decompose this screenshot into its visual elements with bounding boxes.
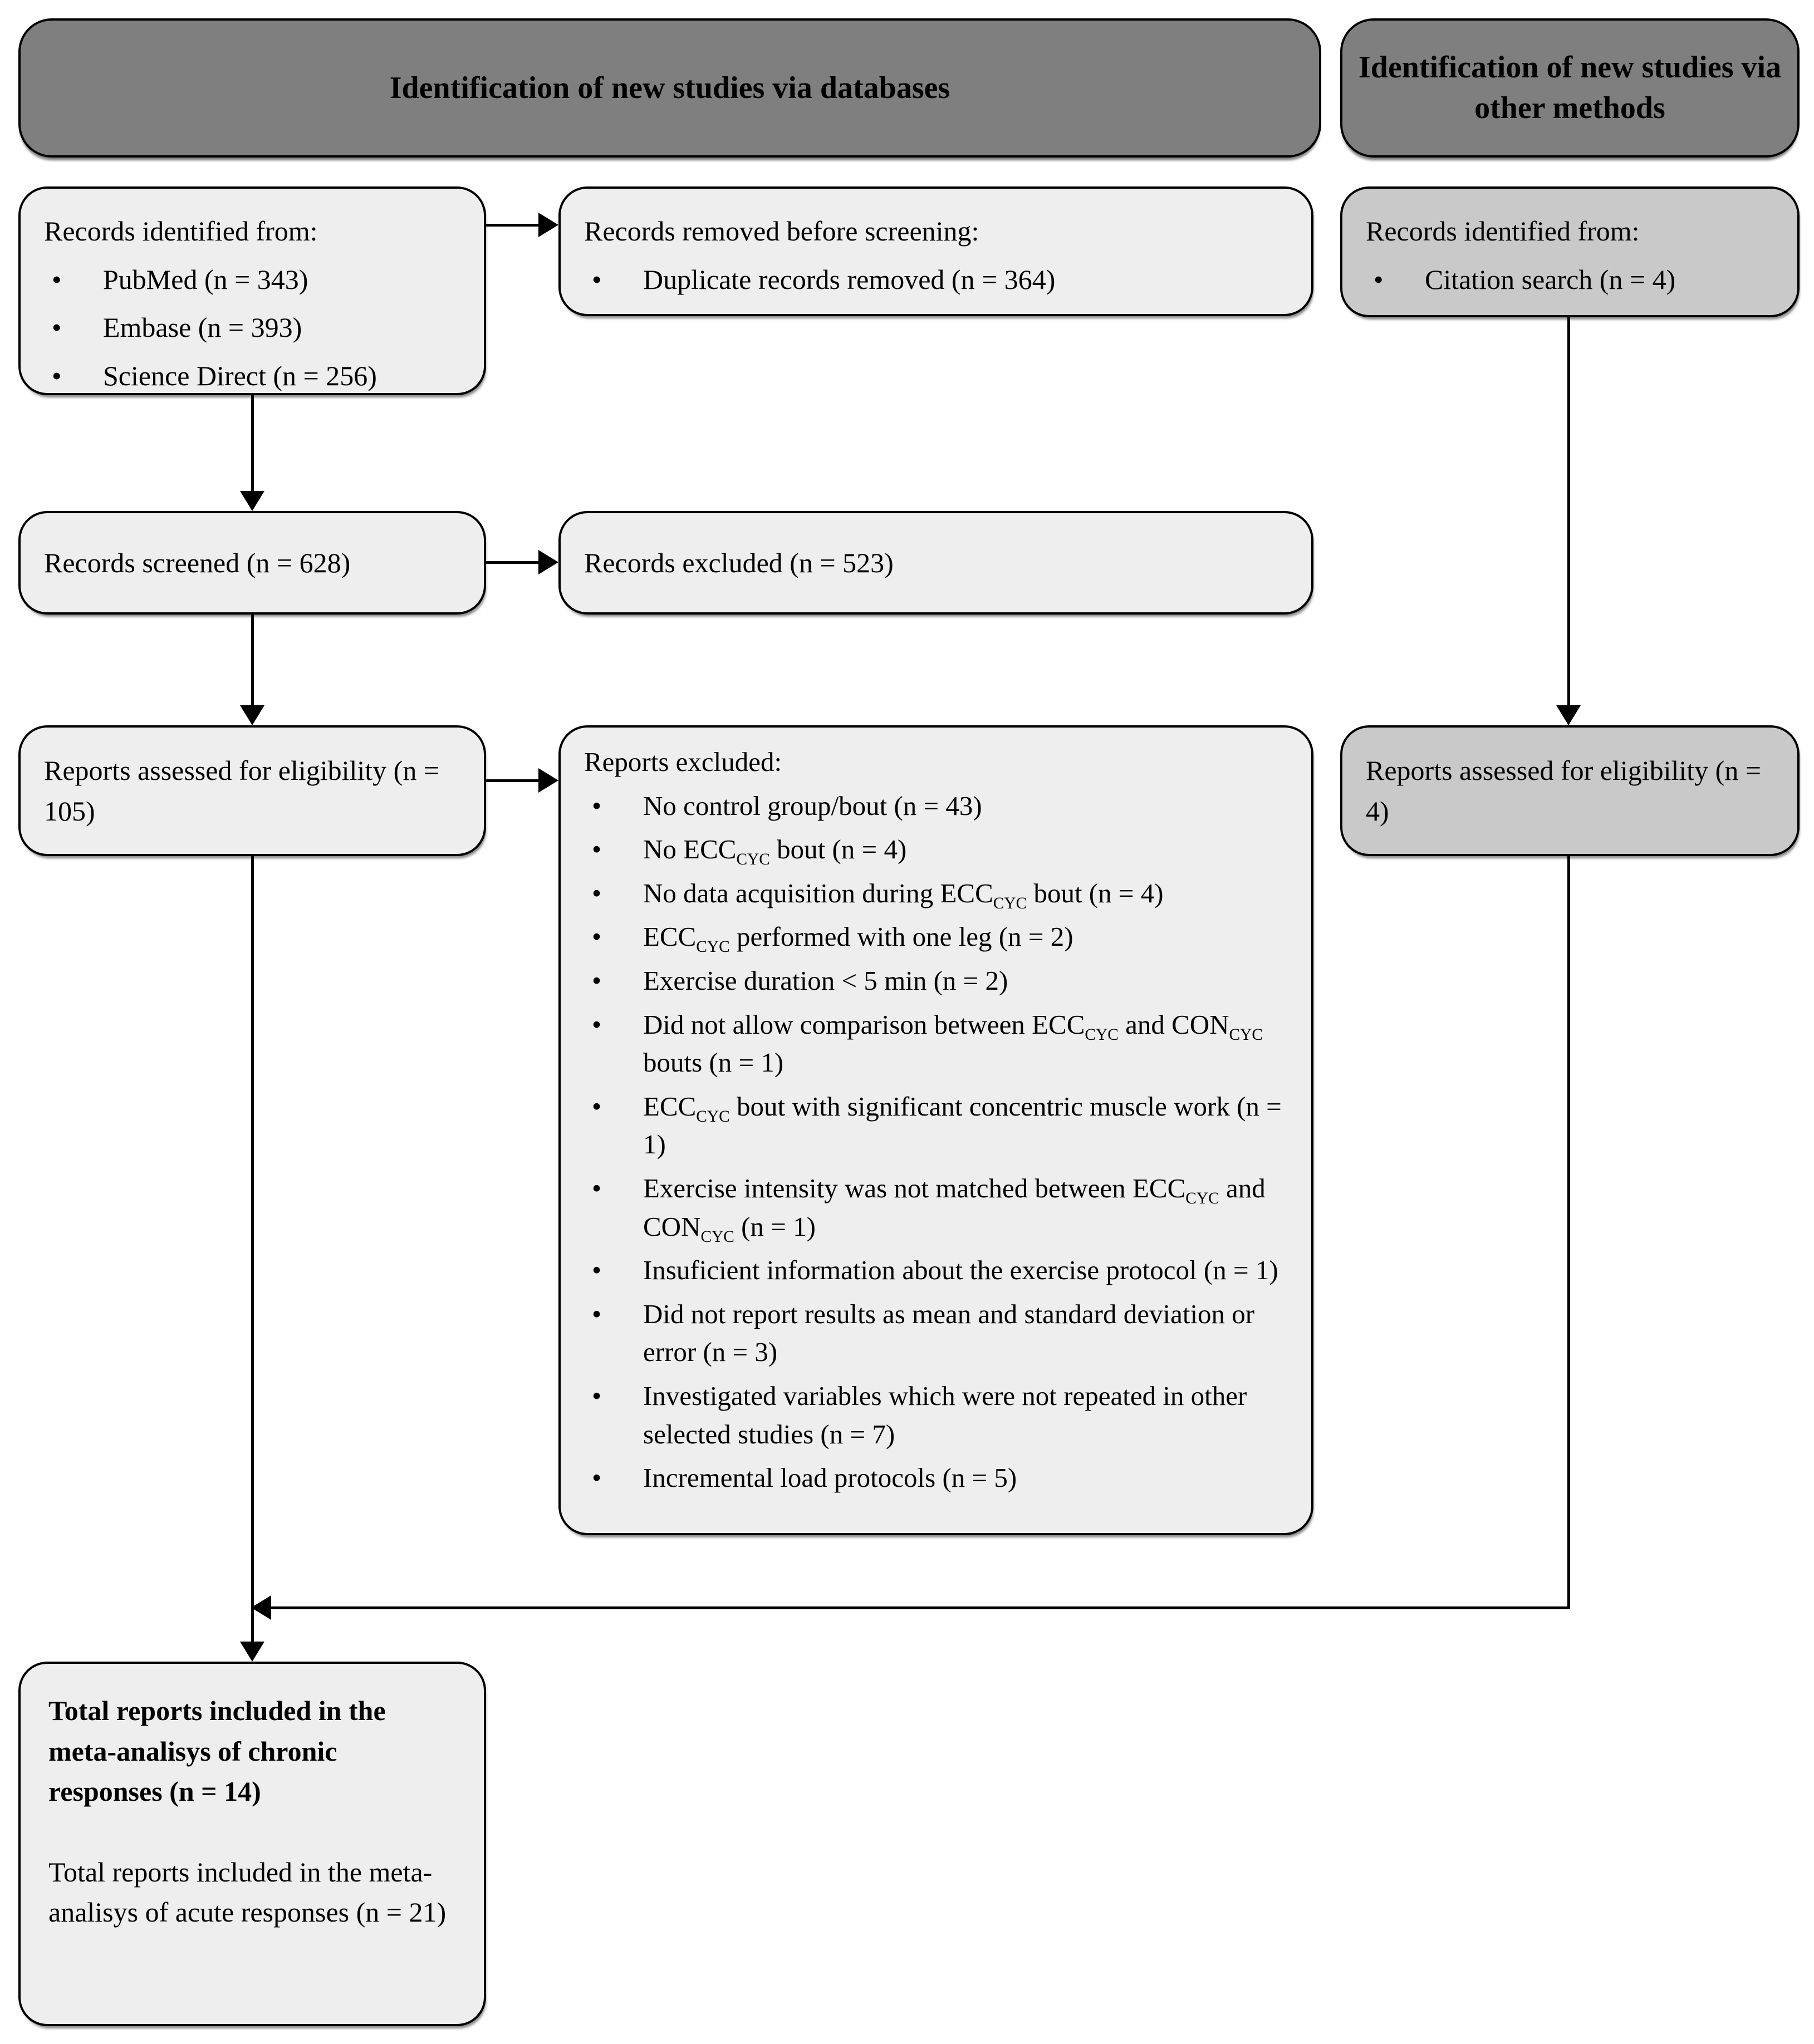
bullet-item: Embase (n = 393) [44, 307, 460, 348]
connector-identified-to-removed [485, 224, 538, 227]
box-label: Reports assessed for eligibility (n = 10… [44, 755, 440, 827]
bullet-item: PubMed (n = 343) [44, 259, 460, 300]
box-title: Records removed before screening: [584, 215, 979, 247]
box-label: Records screened (n = 628) [44, 547, 351, 578]
connector-citation-to-assessed [1567, 317, 1570, 705]
bullet-item: Investigated variables which were not re… [584, 1377, 1289, 1453]
header-databases-label: Identification of new studies via databa… [389, 70, 950, 105]
bullet-item: Duplicate records removed (n = 364) [584, 259, 1288, 300]
bullet-item: Citation search (n = 4) [1366, 259, 1774, 300]
bullet-list: PubMed (n = 343) Embase (n = 393) Science … [44, 259, 460, 396]
arrowhead-down-icon [240, 1642, 264, 1662]
arrowhead-down-icon [240, 705, 264, 725]
bullet-item: No control group/bout (n = 43) [584, 787, 1289, 826]
bullet-item: Did not allow comparison between ECCCYC … [584, 1006, 1289, 1082]
box-citation-identified: Records identified from: Citation search… [1340, 186, 1800, 317]
header-other-methods-label: Identification of new studies via other … [1358, 50, 1782, 125]
arrowhead-right-icon [538, 550, 558, 574]
box-title: Records identified from: [44, 215, 318, 247]
arrowhead-right-icon [538, 768, 558, 793]
box-records-excluded: Records excluded (n = 523) [558, 511, 1313, 615]
box-label: Reports assessed for eligibility (n = 4) [1366, 755, 1762, 827]
connector-other-assessed-down [1567, 856, 1570, 1609]
bullet-item: ECCCYC bout with significant concentric … [584, 1088, 1289, 1164]
box-label: Records excluded (n = 523) [584, 547, 894, 578]
bullet-item: Exercise duration < 5 min (n = 2) [584, 962, 1289, 1000]
box-records-identified: Records identified from: PubMed (n = 343… [18, 186, 486, 396]
connector-screened-to-excluded [485, 561, 538, 564]
bullet-item: Did not report results as mean and stand… [584, 1295, 1289, 1372]
box-reports-assessed-databases: Reports assessed for eligibility (n = 10… [18, 725, 486, 856]
bullet-item: Exercise intensity was not matched betwe… [584, 1170, 1289, 1246]
bullet-item: Science Direct (n = 256) [44, 356, 460, 396]
box-total-included: Total reports included in the meta-anali… [18, 1662, 486, 2026]
box-reports-excluded: Reports excluded: No control group/bout … [558, 725, 1313, 1535]
box-records-removed: Records removed before screening: Duplic… [558, 186, 1313, 316]
bullet-item: No data acquisition during ECCCYC bout (… [584, 874, 1289, 913]
arrowhead-left-icon [251, 1595, 271, 1620]
bullet-list: No control group/bout (n = 43) No ECCCYC … [584, 787, 1289, 1497]
connector-assessed-to-reports-excluded [485, 779, 538, 782]
header-other-methods: Identification of new studies via other … [1340, 18, 1800, 158]
connector-merge-horizontal [270, 1606, 1570, 1609]
bullet-list: Citation search (n = 4) [1366, 259, 1774, 300]
connector-screened-to-assessed [251, 615, 254, 705]
total-included-chronic: Total reports included in the meta-anali… [48, 1695, 386, 1807]
bullet-item: Incremental load protocols (n = 5) [584, 1459, 1289, 1497]
box-title: Reports excluded: [584, 746, 782, 777]
arrowhead-right-icon [538, 213, 558, 237]
total-included-acute: Total reports included in the meta-anali… [48, 1856, 447, 1928]
box-reports-assessed-other: Reports assessed for eligibility (n = 4) [1340, 725, 1800, 856]
bullet-list: Duplicate records removed (n = 364) [584, 259, 1288, 300]
arrowhead-down-icon [240, 491, 264, 511]
arrowhead-down-icon [1556, 705, 1581, 725]
box-records-screened: Records screened (n = 628) [18, 511, 486, 615]
connector-identified-to-screened [251, 395, 254, 492]
box-title: Records identified from: [1366, 215, 1640, 247]
header-databases: Identification of new studies via databa… [18, 18, 1321, 158]
bullet-item: No ECCCYC bout (n = 4) [584, 831, 1289, 869]
bullet-item: Insuficient information about the exerci… [584, 1251, 1289, 1290]
connector-assessed-to-included [251, 856, 254, 1642]
bullet-item: ECCCYC performed with one leg (n = 2) [584, 918, 1289, 956]
